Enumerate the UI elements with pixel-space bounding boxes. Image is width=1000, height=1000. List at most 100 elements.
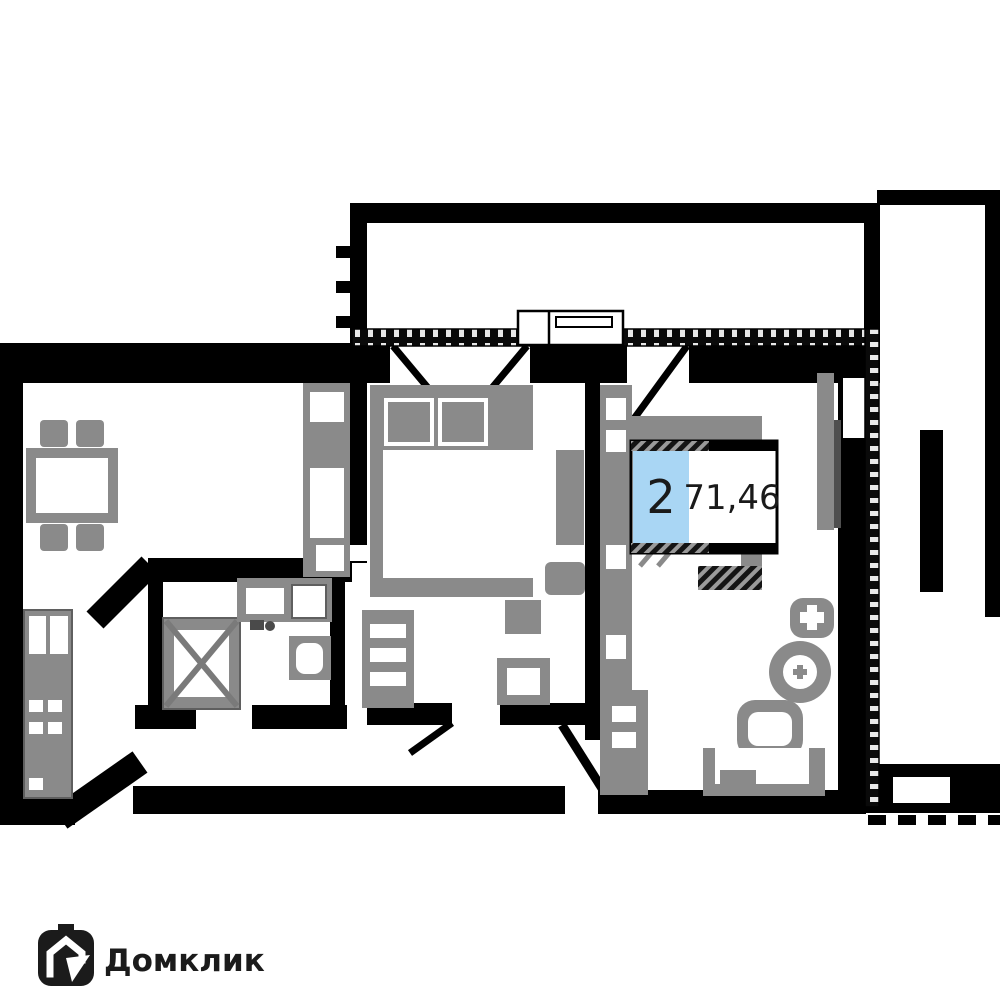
shaft-wall (920, 430, 943, 592)
wardrobe-slot (606, 430, 626, 452)
balcony-top-wall (350, 203, 880, 223)
entry-door-leaf (558, 722, 607, 793)
kitchen-door-gap (350, 545, 367, 561)
bedroom-furniture (362, 385, 585, 708)
br-dash (928, 815, 946, 825)
wardrobe-door (29, 616, 46, 654)
tv (834, 420, 841, 528)
wardrobe-slot (29, 778, 43, 790)
badge-bottom-hatch (631, 543, 709, 553)
kitchen-furniture (26, 383, 350, 577)
logo-text: Домклик (104, 943, 265, 979)
chair (40, 524, 68, 551)
wall-tick (336, 316, 350, 328)
wardrobe-slot (612, 732, 636, 748)
unit-badge[interactable]: 2 71,46 (629, 424, 781, 568)
br-wall (865, 803, 1000, 813)
bathroom-right-wall (330, 558, 345, 712)
house-icon-arrow (66, 955, 90, 982)
door-leaf (630, 343, 690, 423)
railing-window (516, 309, 625, 347)
radiator (698, 566, 762, 590)
table-cross (797, 665, 803, 679)
balcony-left-wall (350, 203, 367, 345)
table-top (507, 668, 540, 695)
house-icon-chimney (58, 924, 74, 934)
living-balcony-door-gap (627, 343, 689, 383)
bathroom-left-wall (148, 558, 163, 712)
wardrobe-slot (612, 706, 636, 722)
shower-cross (163, 619, 240, 708)
dresser-drawer (370, 624, 406, 638)
wardrobe-slot (48, 722, 62, 734)
cooktop (310, 468, 344, 538)
door-openings (196, 343, 866, 814)
balcony-right-wall (864, 203, 880, 345)
wall-tick (336, 246, 350, 258)
bathroom-fixtures (162, 578, 332, 710)
entry-door-gap (565, 786, 598, 814)
chair (76, 420, 104, 447)
wall-tick (336, 281, 350, 293)
curtain-tick (680, 424, 696, 442)
chair-seat (807, 605, 817, 630)
bedroom-balcony-door-gap (390, 343, 530, 383)
pillow (384, 398, 434, 446)
br-dash (868, 815, 886, 825)
unit-area: 71,46 (683, 478, 780, 518)
living-window-slot (843, 378, 866, 438)
toilet-bowl (296, 643, 323, 674)
corridor-bottom-wall (133, 786, 565, 814)
wardrobe-slot (606, 398, 626, 420)
washing-machine (291, 584, 327, 619)
desk (556, 450, 584, 545)
br-wall (865, 764, 1000, 777)
drain (265, 621, 275, 631)
dining-table-top (36, 458, 108, 513)
coffee-table (720, 770, 756, 792)
badge-top-hatch (631, 441, 709, 451)
bedroom-door-gap (452, 703, 500, 725)
dresser-drawer (370, 648, 406, 662)
nightstand (505, 600, 541, 634)
left-outer-wall (0, 343, 23, 825)
wardrobe-slot (606, 635, 626, 659)
wardrobe-door (50, 616, 68, 654)
hall-furniture (23, 609, 73, 799)
br-dash (898, 815, 916, 825)
house-icon-outline (46, 935, 86, 978)
door-leaf (407, 720, 455, 756)
br-dash (988, 815, 1000, 825)
wardrobe-slot (606, 545, 626, 569)
curtain-tick (644, 424, 660, 442)
br-dash (958, 815, 976, 825)
kitchen-divider-wall (350, 383, 367, 563)
bedroom-divider-wall (585, 383, 600, 740)
chair (545, 562, 585, 595)
sink (310, 392, 344, 422)
top-right-wall (877, 190, 1000, 205)
right-outer-wall (985, 190, 1000, 617)
domklik-logo: Домклик (38, 924, 265, 986)
wardrobe-slot (48, 700, 62, 712)
unit-number: 2 (646, 470, 675, 524)
wardrobe-slot (29, 700, 43, 712)
hall-diagonal-wall (86, 556, 159, 629)
sink-basin (246, 588, 284, 614)
faucet (250, 620, 264, 630)
wardrobe-slot (29, 722, 43, 734)
armchair-seat (748, 712, 792, 746)
chair (40, 420, 68, 447)
chair (76, 524, 104, 551)
living-furniture (600, 373, 841, 796)
pillow (438, 398, 488, 446)
mattress (383, 450, 533, 578)
br-wall (950, 777, 1000, 803)
railings (351, 309, 880, 808)
badge-number-cell (633, 451, 689, 543)
shelf-strip (817, 373, 834, 530)
counter-inset (316, 545, 344, 571)
curtain-tick (662, 424, 678, 442)
dresser-drawer (370, 672, 406, 686)
